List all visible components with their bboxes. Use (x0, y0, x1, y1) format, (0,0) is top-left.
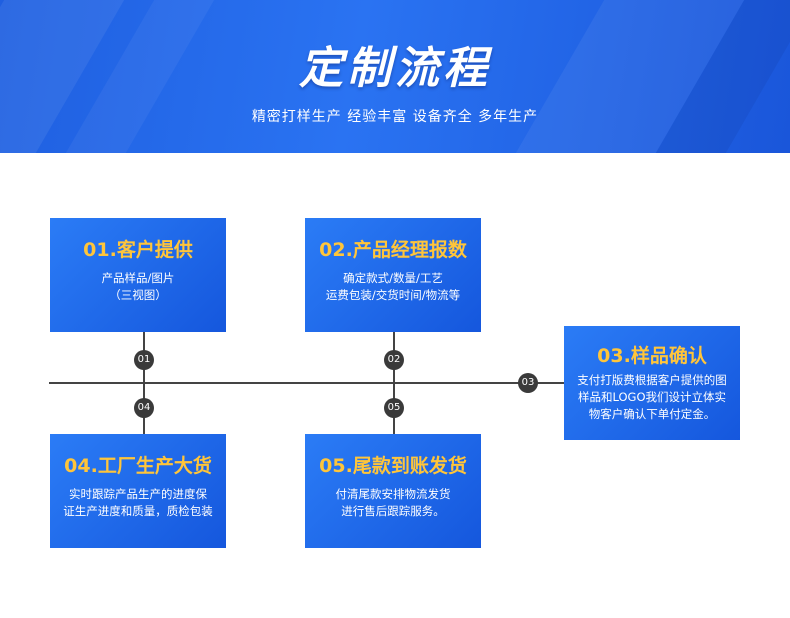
step-desc-line: 确定款式/数量/工艺 (343, 271, 443, 285)
step-desc-line: 进行售后跟踪服务。 (341, 504, 445, 518)
step-box-03: 03.样品确认 支付打版费根据客户提供的图 样品和LOGO我们设计立体实 物客户… (564, 326, 740, 440)
step-box-01: 01.客户提供 产品样品/图片 （三视图） (50, 218, 226, 332)
step-title: 04.工厂生产大货 (64, 455, 212, 477)
step-desc-line: 支付打版费根据客户提供的图 (577, 373, 727, 387)
step-desc-line: 证生产进度和质量，质检包装 (63, 504, 213, 518)
step-node-03: 03 (518, 373, 538, 393)
step-node-05: 05 (384, 398, 404, 418)
step-desc: 确定款式/数量/工艺 运费包装/交货时间/物流等 (305, 270, 481, 304)
step-desc-line: 运费包装/交货时间/物流等 (325, 288, 461, 302)
step-desc: 实时跟踪产品生产的进度保 证生产进度和质量，质检包装 (50, 486, 226, 520)
timeline-line (49, 382, 740, 384)
step-desc-line: 样品和LOGO我们设计立体实 (577, 390, 726, 404)
step-title: 01.客户提供 (83, 239, 193, 261)
step-title: 03.样品确认 (597, 345, 707, 367)
step-title: 05.尾款到账发货 (319, 455, 467, 477)
step-box-04: 04.工厂生产大货 实时跟踪产品生产的进度保 证生产进度和质量，质检包装 (50, 434, 226, 548)
step-desc-line: 实时跟踪产品生产的进度保 (69, 487, 207, 501)
step-node-01: 01 (134, 350, 154, 370)
step-desc-line: （三视图） (109, 288, 167, 302)
step-node-02: 02 (384, 350, 404, 370)
step-desc: 产品样品/图片 （三视图） (50, 270, 226, 304)
step-box-02: 02.产品经理报数 确定款式/数量/工艺 运费包装/交货时间/物流等 (305, 218, 481, 332)
step-title: 02.产品经理报数 (319, 239, 467, 261)
header-banner: 定制流程 精密打样生产 经验丰富 设备齐全 多年生产 (0, 0, 790, 153)
step-desc-line: 产品样品/图片 (101, 271, 175, 285)
step-box-05: 05.尾款到账发货 付清尾款安排物流发货 进行售后跟踪服务。 (305, 434, 481, 548)
step-desc: 付清尾款安排物流发货 进行售后跟踪服务。 (305, 486, 481, 520)
step-desc-line: 物客户确认下单付定金。 (588, 407, 716, 421)
step-desc-line: 付清尾款安排物流发货 (335, 487, 451, 501)
page-subtitle: 精密打样生产 经验丰富 设备齐全 多年生产 (251, 109, 539, 125)
step-node-04: 04 (134, 398, 154, 418)
step-desc: 支付打版费根据客户提供的图 样品和LOGO我们设计立体实 物客户确认下单付定金。 (564, 372, 740, 423)
page-title: 定制流程 (299, 43, 491, 94)
